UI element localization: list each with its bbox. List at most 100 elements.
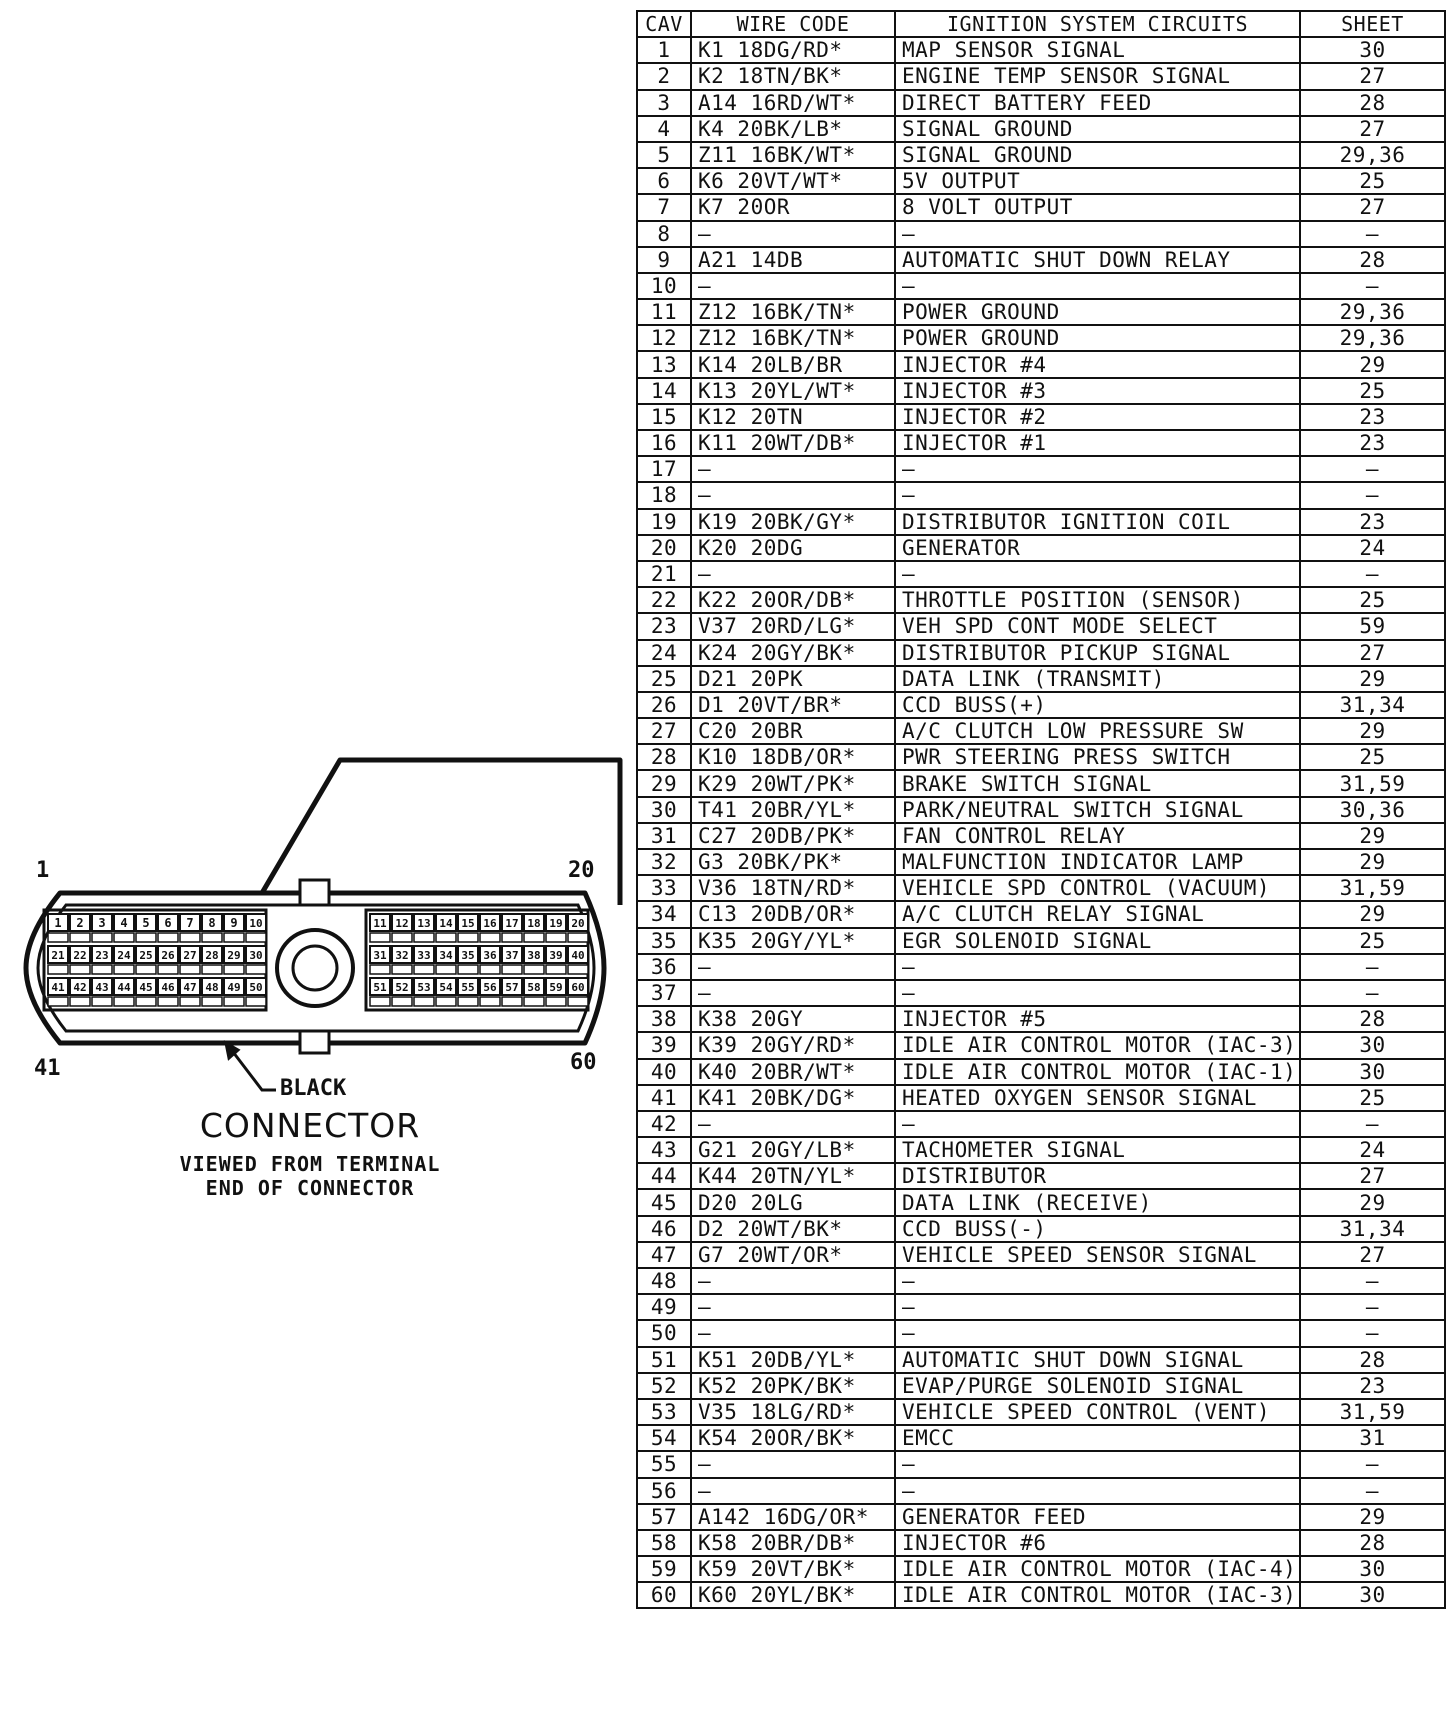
cav-cell: 54 [636,1424,692,1453]
connector-inner-body [36,903,596,1033]
sheet-cell: 28 [1299,1005,1446,1034]
pin-terminal-slot [245,932,267,943]
center-post-inner [291,944,339,992]
pin-terminal-slot [391,932,413,943]
sheet-cell: 29 [1299,664,1446,693]
sheet-cell: 25 [1299,743,1446,772]
cav-cell: 49 [636,1293,692,1322]
pin-terminal-slot [457,932,479,943]
pin-cavity [201,945,223,964]
wire-code-cell: C20 20BR [690,717,896,746]
cav-cell: 18 [636,481,692,510]
pin-cavity [501,945,523,964]
pin-cavity [223,977,245,996]
pin-terminal-slot [47,964,69,975]
pin-number: 29 [227,949,240,962]
circuit-cell: GENERATOR [894,533,1301,562]
pin-number: 31 [373,949,387,962]
pin-number: 16 [483,917,497,930]
pin-cavity [47,913,69,932]
pin-number: 1 [54,916,61,930]
pin-terminal-slot [479,964,501,975]
pin-number: 58 [527,981,540,994]
pin-cavity [567,913,589,932]
cav-cell: 27 [636,717,692,746]
wire-code-cell: K35 20GY/YL* [690,926,896,955]
pin-label-60: 60 [570,1050,597,1075]
sheet-cell: 29,36 [1299,324,1446,353]
pin-cavity [91,977,113,996]
connector-view-caption-line2: END OF CONNECTOR [205,1176,415,1200]
pin-cavity [545,977,567,996]
sheet-cell: 31 [1299,1424,1446,1453]
wire-code-cell: — [690,1476,896,1505]
pin-number: 33 [417,949,430,962]
circuit-cell: A/C CLUTCH RELAY SIGNAL [894,900,1301,929]
pin-number: 59 [549,981,562,994]
wire-code-cell: D20 20LG [690,1188,896,1217]
table-row: 10——— [636,271,1446,301]
pin-cavity [457,977,479,996]
pin-terminal-slot [157,964,179,975]
sheet-cell: — [1299,1319,1446,1348]
wire-code-cell: T41 20BR/YL* [690,795,896,824]
pin-number: 46 [161,981,175,994]
pin-terminal-slot [157,932,179,943]
pin-number: 12 [395,917,408,930]
pin-number: 56 [483,981,497,994]
circuit-cell: INJECTOR #6 [894,1528,1301,1558]
pin-terminal-slot [501,932,523,943]
wire-code-cell: — [690,271,896,301]
pin-cavity [501,913,523,932]
sheet-cell: 30 [1299,1031,1446,1060]
table-row: 42——— [636,1109,1446,1139]
pin-cavity [113,913,135,932]
cav-cell: 25 [636,664,692,693]
pin-terminal-slot [479,996,501,1007]
cav-cell: 10 [636,271,692,301]
pin-number: 39 [549,949,562,962]
pin-terminal-slot [435,996,457,1007]
pin-terminal-slot [179,932,201,943]
sheet-cell: 23 [1299,507,1446,536]
pin-cavity [391,977,413,996]
circuit-cell: MAP SENSOR SIGNAL [894,36,1301,65]
circuit-cell: 5V OUTPUT [894,167,1301,196]
pin-number: 10 [249,917,262,930]
harness-cover-outline [259,757,623,905]
wire-code-cell: — [690,1109,896,1139]
wire-code-cell: A14 16RD/WT* [690,88,896,117]
cav-cell: 6 [636,167,692,196]
pin-cavity [113,945,135,964]
circuit-cell: POWER GROUND [894,298,1301,327]
pin-cavity [413,977,435,996]
sheet-cell: 25 [1299,1083,1446,1112]
sheet-cell: — [1299,1450,1446,1479]
circuit-cell: DATA LINK (RECEIVE) [894,1188,1301,1217]
pin-number: 36 [483,949,497,962]
pin-cavity [223,913,245,932]
circuit-cell: INJECTOR #1 [894,428,1301,458]
circuit-cell: — [894,1109,1301,1139]
pin-terminal-slot [523,932,545,943]
sheet-cell: — [1299,1476,1446,1505]
cav-cell: 2 [636,62,692,91]
circuit-cell: CCD BUSS(+) [894,690,1301,720]
cav-cell: 11 [636,298,692,327]
pin-terminal-slot [501,996,523,1007]
wire-code-cell: K40 20BR/WT* [690,1057,896,1086]
pin-number: 24 [117,949,131,962]
pin-number: 52 [395,981,408,994]
sheet-cell: — [1299,481,1446,510]
